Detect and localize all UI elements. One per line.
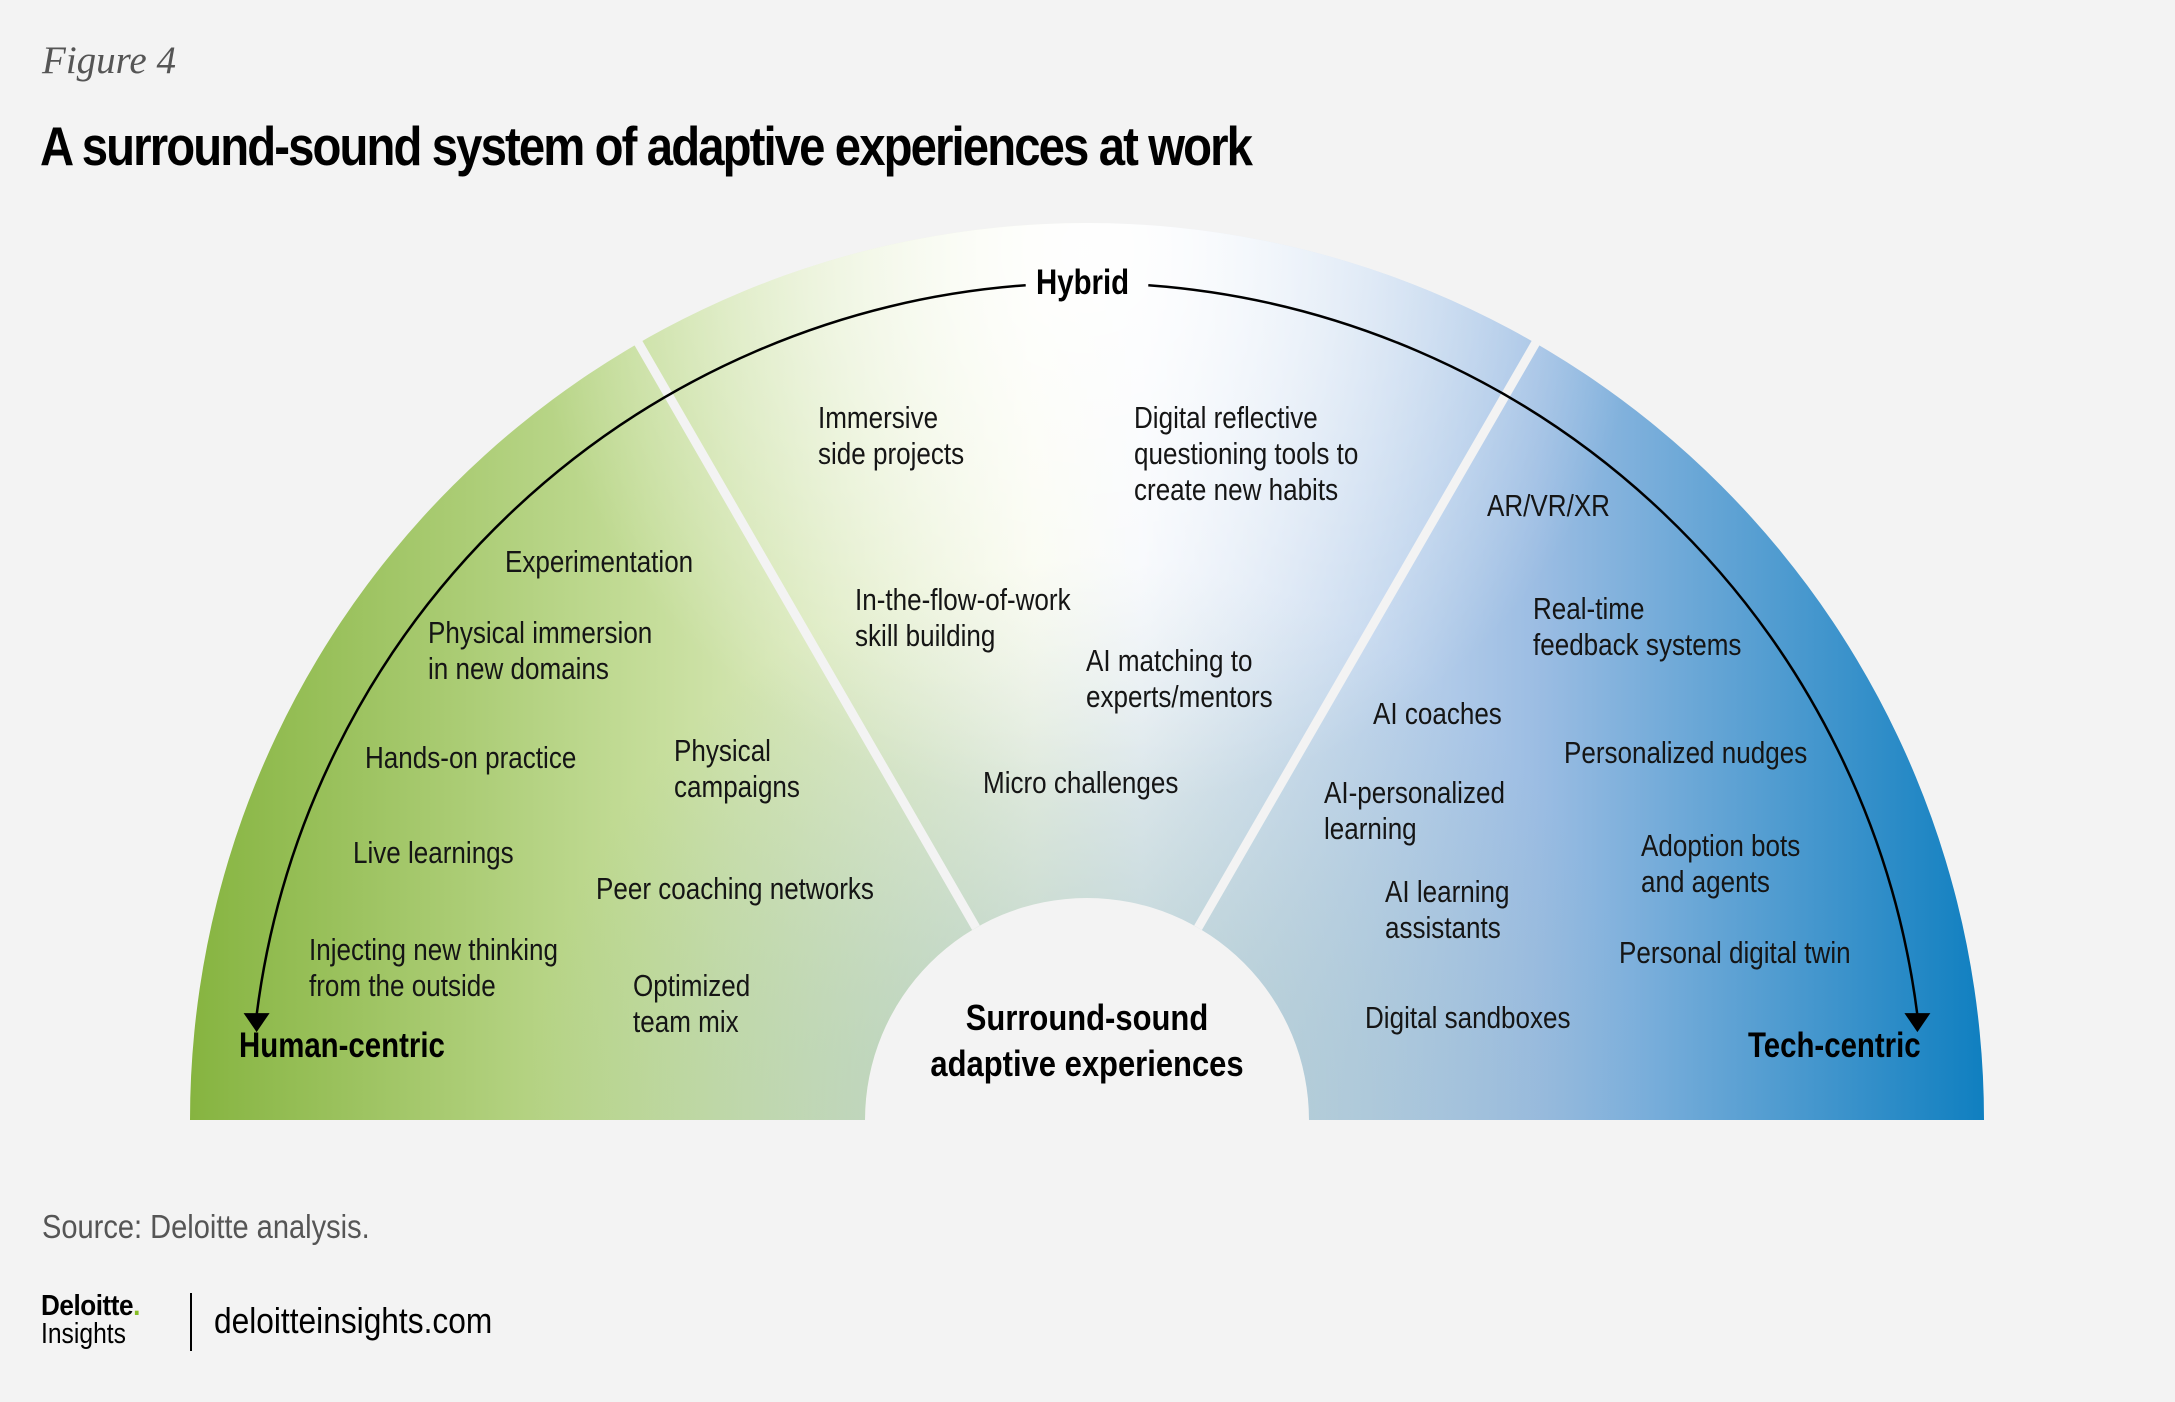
center-label-line: Surround-sound — [965, 997, 1209, 1038]
logo-wordmark: Deloitte. — [41, 1290, 140, 1322]
axis-label-tech-centric: Tech-centric — [1748, 1026, 1921, 1065]
item-hands-on-practice: Hands-on practice — [365, 740, 577, 775]
item-peer-coaching-networks: Peer coaching networks — [596, 871, 874, 906]
item-ai-coaches: AI coaches — [1373, 696, 1502, 731]
source-note: Source: Deloitte analysis. — [42, 1208, 370, 1245]
sector-divider-left — [630, 333, 980, 930]
center-label: Surround-sound adaptive experiences — [915, 995, 1259, 1087]
logo-divider — [190, 1293, 192, 1351]
arrowhead-left-icon — [243, 1013, 270, 1033]
website-link[interactable]: deloitteinsights.com — [214, 1300, 493, 1341]
item-personalized-nudges: Personalized nudges — [1564, 735, 1808, 770]
logo-subtitle: Insights — [41, 1318, 126, 1350]
item-live-learnings: Live learnings — [353, 835, 514, 870]
figure-label: Figure 4 — [42, 39, 176, 82]
center-label-line: adaptive experiences — [930, 1043, 1244, 1084]
logo-dot-icon: . — [133, 1290, 140, 1322]
item-experimentation: Experimentation — [505, 544, 694, 579]
figure-title: A surround-sound system of adaptive expe… — [40, 115, 1253, 177]
arrowhead-right-icon — [1904, 1013, 1931, 1033]
item-micro-challenges: Micro challenges — [983, 765, 1179, 800]
axis-label-human-centric: Human-centric — [239, 1026, 445, 1065]
arrow-arc-right — [1148, 284, 1919, 1016]
arrow-arc-left — [255, 284, 1026, 1016]
axis-label-hybrid: Hybrid — [1036, 263, 1130, 302]
item-personal-digital-twin: Personal digital twin — [1619, 935, 1851, 970]
item-digital-sandboxes: Digital sandboxes — [1365, 1000, 1571, 1035]
sector-divider-right — [1194, 333, 1544, 930]
item-ar-vr-xr: AR/VR/XR — [1487, 488, 1610, 523]
